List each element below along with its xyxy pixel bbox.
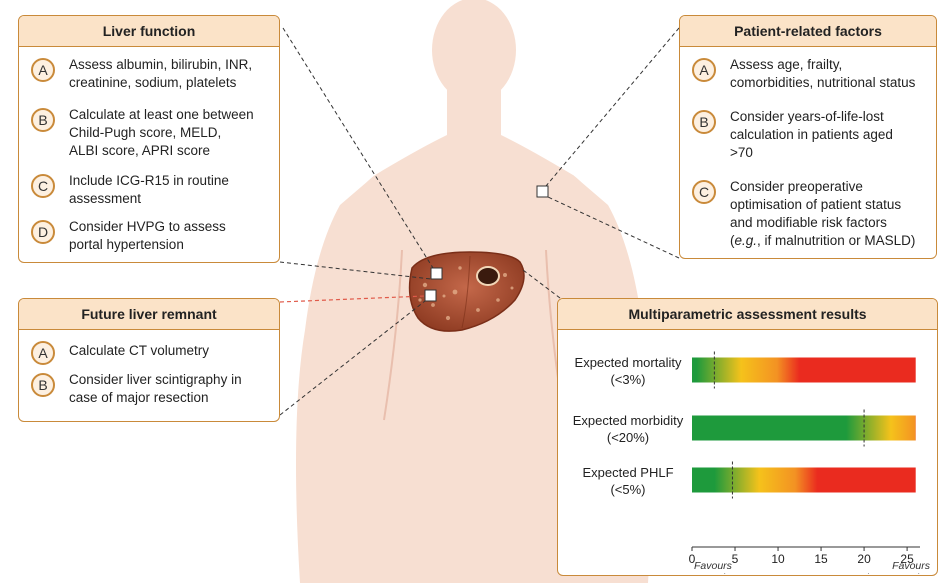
body-silhouette <box>296 0 652 583</box>
list-item: B Consider liver scintigraphy in case of… <box>31 371 242 407</box>
item-text: Calculate at least one between Child-Pug… <box>69 107 254 158</box>
item-text-pre: ( <box>730 233 735 248</box>
patient-factors-panel: Patient-related factors A Assess age, fr… <box>679 15 937 259</box>
item-text: Assess age, frailty, comorbidities, nutr… <box>730 57 916 90</box>
item-text: Assess albumin, bilirubin, INR, creatini… <box>69 57 253 90</box>
item-text: Consider HVPG to assess portal hypertens… <box>69 219 226 252</box>
panel-title: Patient-related factors <box>680 16 936 47</box>
x-tick-label: 5 <box>732 552 739 566</box>
results-panel: Multiparametric assessment results Expec… <box>557 298 938 576</box>
list-item: B Consider years-of-life-lost calculatio… <box>692 108 893 162</box>
item-text-emph: e.g. <box>734 233 758 248</box>
x-tick-label: 0 <box>689 552 696 566</box>
liver-function-panel: Liver function A Assess albumin, bilirub… <box>18 15 280 263</box>
list-item: C Include ICG-R15 in routine assessment <box>31 172 229 208</box>
bar <box>692 467 916 493</box>
panel-title: Liver function <box>19 16 279 47</box>
item-text: Include ICG-R15 in routine assessment <box>69 173 229 206</box>
list-item: A Assess albumin, bilirubin, INR, creati… <box>31 56 252 92</box>
item-text-main: Consider preoperative optimisation of pa… <box>730 179 902 230</box>
results-chart: Expected mortality (<3%) Expected morbidit… <box>573 351 931 574</box>
category-label: (<5%) <box>610 482 645 497</box>
category-label: Expected PHLF <box>582 465 673 480</box>
category-label: Expected mortality <box>575 355 682 370</box>
category-label: (<3%) <box>610 372 645 387</box>
x-tick-label: 25 <box>900 552 914 566</box>
bar <box>692 357 916 383</box>
panel-title: Multiparametric assessment results <box>558 299 937 330</box>
list-item: C Consider preoperative optimisation of … <box>692 178 915 250</box>
liver-illustration <box>408 185 549 332</box>
item-text: Consider years-of-life-lost calculation … <box>730 109 893 160</box>
list-item: D Consider HVPG to assess portal hyperte… <box>31 218 226 254</box>
item-letter: B <box>31 373 55 397</box>
list-item: A Assess age, frailty, comorbidities, nu… <box>692 56 915 92</box>
item-letter: C <box>31 174 55 198</box>
bar <box>692 415 916 441</box>
x-right-label: Favours <box>892 560 931 572</box>
item-letter: A <box>692 58 716 82</box>
item-text-post: , if malnutrition or MASLD) <box>757 233 916 248</box>
list-item: A Calculate CT volumetry <box>31 339 209 365</box>
item-text: Consider liver scintigraphy in case of m… <box>69 372 242 405</box>
panel-title: Future liver remnant <box>19 299 279 330</box>
category-label: Expected morbidity <box>573 413 684 428</box>
item-letter: C <box>692 180 716 204</box>
item-letter: A <box>31 341 55 365</box>
item-letter: B <box>692 110 716 134</box>
x-tick-label: 20 <box>857 552 871 566</box>
future-liver-remnant-panel: Future liver remnant A Calculate CT volu… <box>18 298 280 422</box>
x-left-label: resection <box>694 572 737 574</box>
x-right-label: other strategies <box>858 572 931 574</box>
item-text: Calculate CT volumetry <box>69 343 210 358</box>
item-letter: B <box>31 108 55 132</box>
list-item: B Calculate at least one between Child-P… <box>31 106 254 160</box>
connector-lines <box>279 27 680 416</box>
x-tick-label: 15 <box>814 552 828 566</box>
item-text: Consider preoperative optimisation of pa… <box>730 178 915 250</box>
x-left-label: Favours <box>694 560 733 572</box>
x-tick-label: 10 <box>771 552 785 566</box>
item-letter: D <box>31 220 55 244</box>
item-letter: A <box>31 58 55 82</box>
category-label: (<20%) <box>607 430 649 445</box>
